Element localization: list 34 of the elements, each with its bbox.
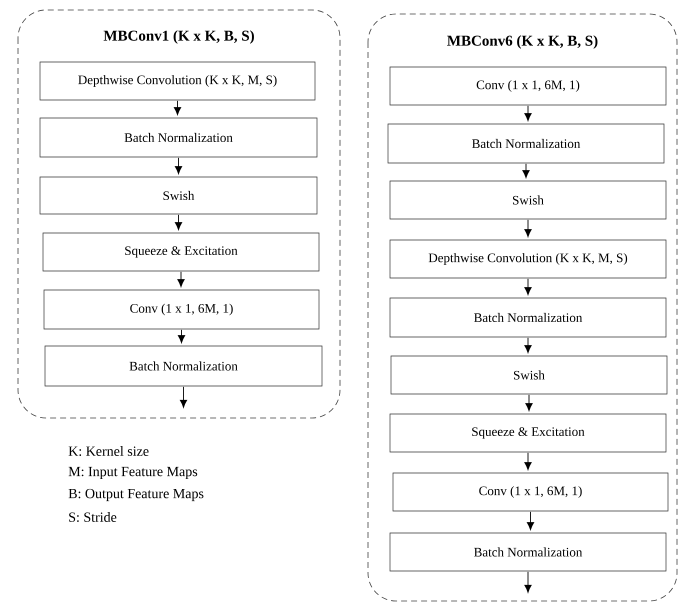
arrow xyxy=(522,163,530,178)
process-box: Depthwise Convolution (K x K, M, S) xyxy=(390,240,666,278)
process-box: Swish xyxy=(390,356,668,394)
arrow xyxy=(178,329,186,343)
arrow xyxy=(524,219,532,237)
arrow xyxy=(524,105,532,121)
arrow xyxy=(174,214,182,230)
arrow xyxy=(524,337,532,353)
process-box: Depthwise Convolution (K x K, M, S) xyxy=(40,62,316,100)
legend-text: B: Output Feature Maps xyxy=(68,488,204,502)
arrow xyxy=(526,511,534,530)
arrow xyxy=(174,157,182,174)
process-box: Batch Normalization xyxy=(390,532,666,572)
process-box: Batch Normalization xyxy=(390,298,666,338)
arrow xyxy=(174,100,182,115)
process-box: Conv (1 x 1, 6M, 1) xyxy=(390,66,666,106)
arrow xyxy=(177,271,185,287)
process-box: Squeeze & Excitation xyxy=(42,232,320,272)
arrow xyxy=(180,386,188,408)
process-box: Batch Normalization xyxy=(388,124,664,164)
legend-text: S: Stride xyxy=(69,512,116,522)
arrow xyxy=(524,571,532,593)
process-box: Squeeze & Excitation xyxy=(390,414,666,452)
process-box: Batch Normalization xyxy=(44,346,322,386)
process-box: Swish xyxy=(390,180,666,220)
arrow xyxy=(524,452,532,470)
process-box: Conv (1 x 1, 6M, 1) xyxy=(392,472,668,512)
legend-text: K: Kernel size xyxy=(68,446,149,456)
legend-text: M: Input Feature Maps xyxy=(68,466,198,480)
process-box: Batch Normalization xyxy=(40,118,318,158)
process-box: Swish xyxy=(40,176,318,214)
process-box: Conv (1 x 1, 6M, 1) xyxy=(44,290,320,330)
arrow xyxy=(525,394,533,411)
arrow xyxy=(524,278,532,295)
